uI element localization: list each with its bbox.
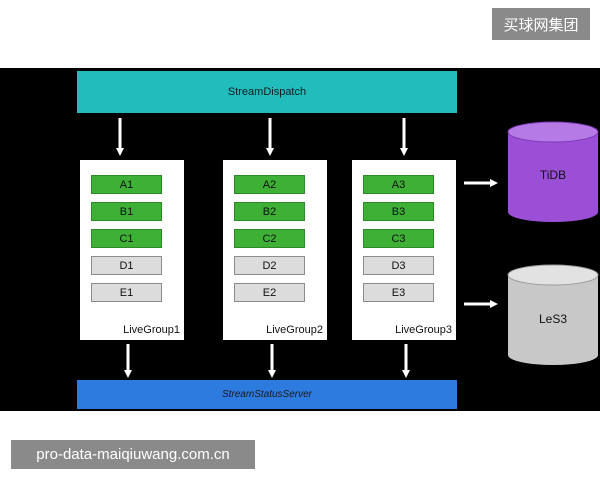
architecture-diagram: StreamDispatch A1 B1 C1 D1 E1 LiveGroup1… xyxy=(0,68,600,411)
group3-cell-b: B3 xyxy=(363,202,434,221)
stream-status-server-box: StreamStatusServer xyxy=(77,380,457,409)
tidb-cylinder xyxy=(507,121,599,222)
group3-label: LiveGroup3 xyxy=(395,324,452,336)
live-group-2: A2 B2 C2 D2 E2 LiveGroup2 xyxy=(223,160,327,340)
live-group-3: A3 B3 C3 D3 E3 LiveGroup3 xyxy=(352,160,456,340)
les3-label: LeS3 xyxy=(538,312,568,326)
group2-cell-a: A2 xyxy=(234,175,305,194)
group1-cell-e: E1 xyxy=(91,283,162,302)
group2-label: LiveGroup2 xyxy=(266,324,323,336)
stream-dispatch-box: StreamDispatch xyxy=(77,71,457,113)
group1-cell-c: C1 xyxy=(91,229,162,248)
group3-cell-e: E3 xyxy=(363,283,434,302)
group1-label: LiveGroup1 xyxy=(123,324,180,336)
watermark-top: 买球网集团 xyxy=(492,8,590,40)
diagram-arrows-and-databases xyxy=(116,118,599,378)
group1-cell-a: A1 xyxy=(91,175,162,194)
group1-cell-d: D1 xyxy=(91,256,162,275)
group2-cell-e: E2 xyxy=(234,283,305,302)
group2-cell-b: B2 xyxy=(234,202,305,221)
les3-cylinder xyxy=(507,264,599,365)
watermark-bottom: pro-data-maiqiuwang.com.cn xyxy=(11,440,255,469)
stream-dispatch-label: StreamDispatch xyxy=(227,86,307,98)
tidb-label: TiDB xyxy=(539,168,567,182)
group1-cell-b: B1 xyxy=(91,202,162,221)
stream-status-server-label: StreamStatusServer xyxy=(221,389,313,400)
group2-cell-d: D2 xyxy=(234,256,305,275)
live-group-1: A1 B1 C1 D1 E1 LiveGroup1 xyxy=(80,160,184,340)
group3-cell-a: A3 xyxy=(363,175,434,194)
group3-cell-c: C3 xyxy=(363,229,434,248)
group3-cell-d: D3 xyxy=(363,256,434,275)
group2-cell-c: C2 xyxy=(234,229,305,248)
